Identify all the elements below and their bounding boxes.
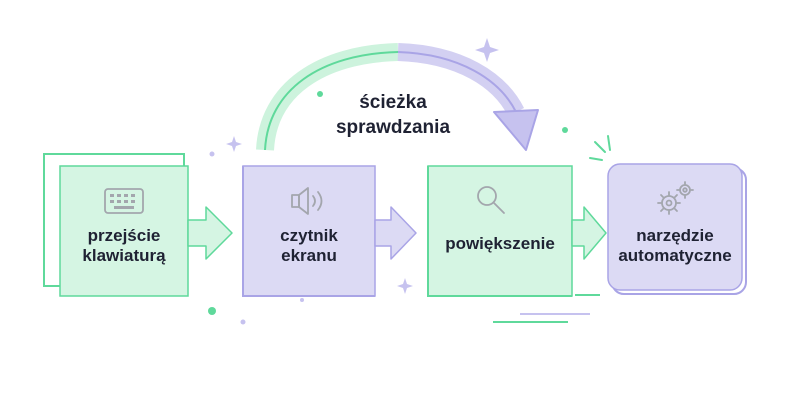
arc-green-edge	[264, 51, 399, 151]
step-label-keyboard: przejście klawiaturą	[60, 226, 188, 266]
magnifier-icon	[477, 186, 505, 214]
dot-green-arc	[317, 91, 323, 97]
title-line-2: sprawdzania	[335, 117, 451, 138]
dot-purple-1	[209, 151, 215, 157]
sparkle-bottom	[397, 278, 413, 294]
keyboard-icon	[104, 188, 144, 214]
arrow-3	[571, 206, 607, 260]
step-automated-tool	[607, 163, 747, 295]
arc-arrowhead	[493, 109, 539, 151]
step-label-automated-tool: narzędzie automatyczne	[608, 226, 742, 266]
step-keyboard	[43, 153, 233, 297]
step-screen-reader	[242, 165, 417, 297]
step-label-screen-reader: czytnik ekranu	[243, 226, 375, 266]
title-line-1: ścieżka	[359, 92, 427, 113]
sparkle-left	[226, 136, 242, 152]
speaker-icon	[291, 187, 323, 215]
dot-green-right	[562, 127, 568, 133]
step-zoom	[427, 165, 607, 297]
burst-line-1	[594, 141, 606, 153]
arrow-2	[374, 206, 417, 260]
step-label-zoom: powiększenie	[428, 234, 572, 254]
step-label-line-2: automatyczne	[618, 246, 732, 265]
arc-purple-edge	[397, 51, 517, 113]
gears-icon	[657, 181, 694, 215]
dot-purple-bottom	[240, 319, 246, 325]
step-label-line-2: klawiaturą	[82, 246, 166, 265]
arrow-1	[187, 206, 233, 260]
diagram-title: ścieżka sprawdzania	[318, 90, 468, 140]
step-label-line-1: narzędzie	[636, 226, 714, 245]
burst-line-3	[589, 157, 603, 161]
step-label-line-1: powiększenie	[445, 234, 555, 253]
dot-purple-3	[300, 298, 304, 302]
step-label-line-1: przejście	[87, 226, 161, 245]
dot-green-bottom	[208, 307, 216, 315]
step-label-line-1: czytnik	[280, 226, 338, 245]
sparkle-top	[475, 38, 499, 62]
step-label-line-2: ekranu	[281, 246, 337, 265]
burst-line-2	[607, 135, 611, 151]
